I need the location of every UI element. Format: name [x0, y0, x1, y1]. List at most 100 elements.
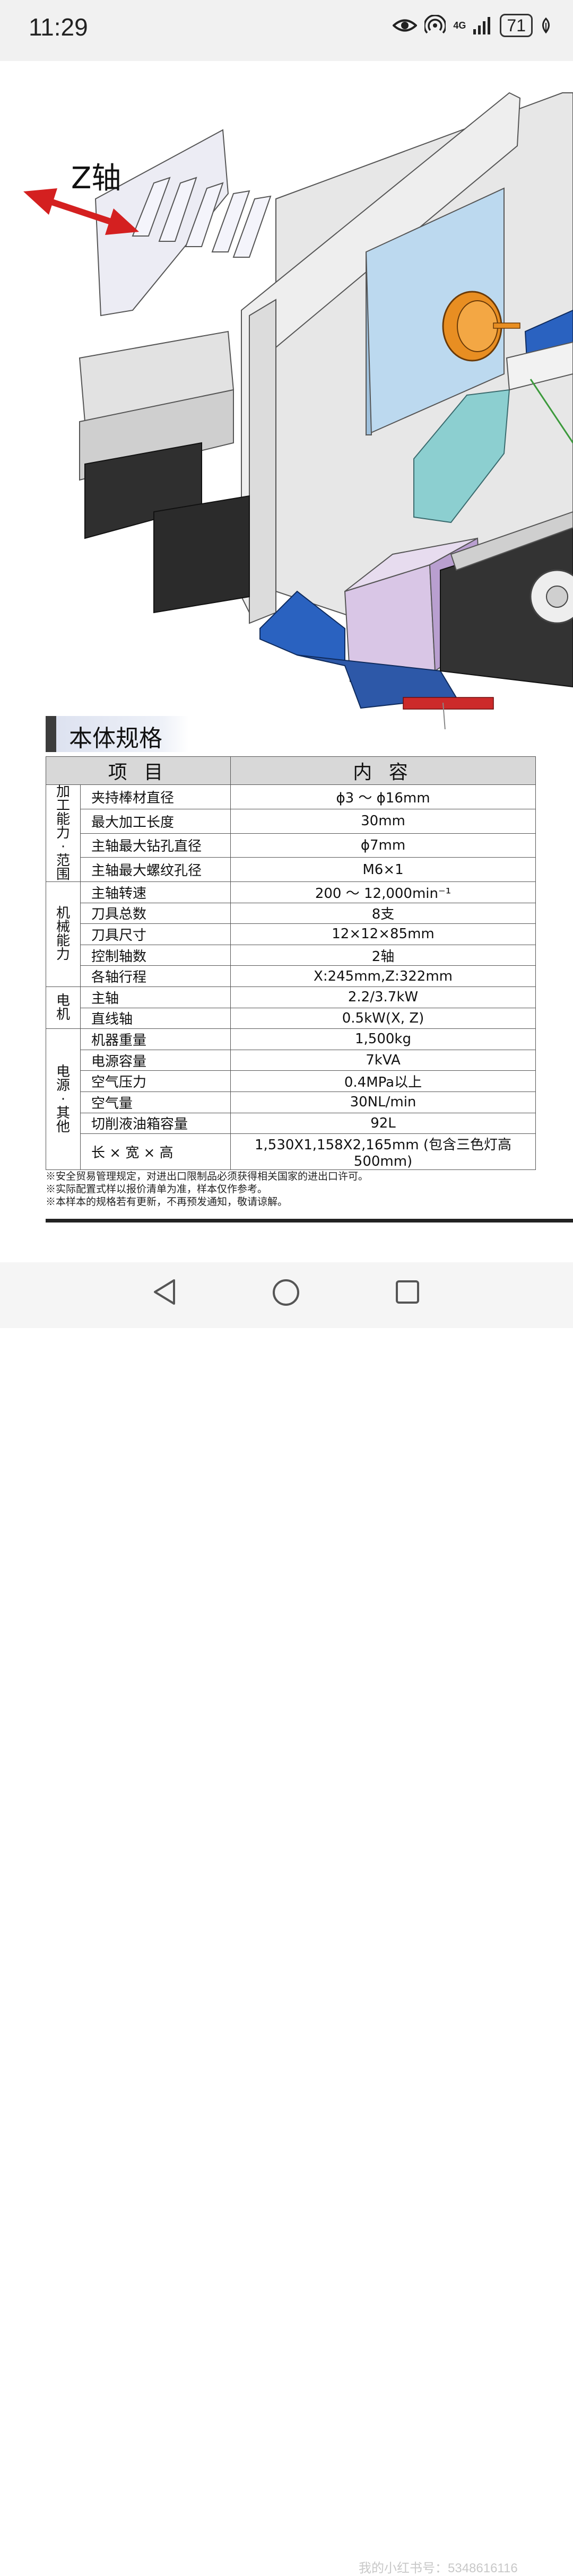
spec-value: 1,530X1,158X2,165mm (包含三色灯高500mm)	[230, 1133, 536, 1171]
spec-item: 各轴行程	[80, 965, 231, 987]
linear-rail	[450, 511, 573, 571]
group-label-char: 其	[56, 1105, 70, 1121]
watermark: 我的小红书号：5348616116	[359, 2561, 518, 2575]
group-label-char: 范	[56, 853, 70, 869]
spec-item: 切削液油箱容量	[80, 1112, 231, 1134]
group-label: 机械能力	[46, 881, 81, 987]
group-label-char: 能	[56, 933, 70, 949]
spec-value: ϕ3 ～ ϕ16mm	[230, 784, 536, 809]
spec-value: 0.5kW(X, Z)	[230, 1007, 536, 1029]
spec-item: 长 × 宽 × 高	[80, 1133, 231, 1171]
group-label-char: 力	[56, 947, 70, 963]
divider	[46, 1219, 573, 1222]
back-icon[interactable]	[152, 1278, 177, 1306]
spec-item: 主轴最大螺纹孔径	[80, 857, 231, 882]
spec-value: ϕ7mm	[230, 833, 536, 858]
section-title: 本体规格	[69, 725, 162, 752]
leaf-icon	[542, 18, 550, 33]
spec-value: 12×12×85mm	[230, 923, 536, 945]
chip-chute	[413, 389, 510, 523]
group-label: 电源·其他	[46, 1028, 81, 1171]
spec-value: 92L	[230, 1112, 536, 1134]
navigation-bar: 我的小红书号：5348616116	[0, 1262, 573, 2575]
group-label-char: 他	[56, 1119, 70, 1135]
spec-item: 直线轴	[80, 1007, 231, 1029]
group-label-char: 源	[56, 1077, 70, 1094]
status-icons: 4G 71	[393, 14, 552, 37]
group-label: 电机	[46, 986, 81, 1029]
group-label-char: 机	[56, 1007, 70, 1023]
spec-item: 机器重量	[80, 1028, 231, 1050]
control-box-side	[366, 251, 372, 435]
footnote: ※实际配置式样以报价清单为准，样本仅作参考。	[46, 1183, 268, 1195]
header-content: 内 容	[230, 756, 536, 785]
spec-item: 空气压力	[80, 1070, 231, 1092]
battery-level: 71	[500, 14, 533, 37]
spec-item: 主轴转速	[80, 881, 231, 903]
recents-icon[interactable]	[395, 1279, 420, 1305]
group-label: 加工能力·范围	[46, 784, 81, 883]
headstock-body	[94, 129, 229, 317]
footnote: ※本样本的规格若有更新，不再预发通知，敬请谅解。	[46, 1196, 288, 1208]
headstock-fins	[132, 177, 272, 258]
spec-item: 最大加工长度	[80, 808, 231, 834]
status-time: 11:29	[29, 13, 88, 41]
spec-value: X:245mm,Z:322mm	[230, 965, 536, 987]
spec-item: 主轴	[80, 986, 231, 1008]
callout-label: 工	[555, 726, 573, 729]
group-label-char: 能	[56, 811, 70, 827]
spec-value: 2轴	[230, 944, 536, 966]
group-label-char: 电	[56, 993, 70, 1009]
machine-illustration: Z轴 工	[0, 61, 573, 729]
spec-item: 电源容量	[80, 1049, 231, 1071]
side-rail	[249, 299, 276, 624]
spec-value: 7kVA	[230, 1049, 536, 1071]
spec-value: M6×1	[230, 857, 536, 882]
spec-value: 30mm	[230, 808, 536, 834]
carriage-plate	[79, 389, 234, 481]
spec-item: 夹持棒材直径	[80, 784, 231, 809]
spec-item: 刀具尺寸	[80, 923, 231, 945]
spec-value: 2.2/3.7kW	[230, 986, 536, 1008]
group-label-char: 机	[56, 905, 70, 922]
section-heading-bar	[46, 716, 56, 752]
group-label-char: 围	[56, 867, 70, 883]
home-icon[interactable]	[272, 1278, 300, 1307]
group-label-char: 工	[56, 798, 70, 814]
group-label-char: 电	[56, 1063, 70, 1080]
footnotes: ※安全贸易管理规定，对进出口限制品必须获得相关国家的进出口许可。 ※实际配置式样…	[46, 1170, 368, 1208]
spec-item: 空气量	[80, 1091, 231, 1113]
spec-value: 200 ～ 12,000min⁻¹	[230, 881, 536, 903]
z-axis-label: Z轴	[71, 161, 121, 196]
eye-icon	[393, 19, 418, 32]
header-item: 项 目	[46, 756, 231, 785]
group-label-char: ·	[60, 1091, 66, 1107]
group-label-char: 加	[56, 784, 70, 800]
network-type: 4G	[453, 20, 466, 31]
group-label-char: ·	[60, 839, 66, 855]
spec-item: 刀具总数	[80, 902, 231, 924]
machine-base-lower	[153, 495, 250, 614]
group-label-char: 力	[56, 825, 70, 841]
signal-icon	[473, 17, 491, 34]
section-heading: 本体规格	[46, 716, 189, 752]
group-label-char: 械	[56, 919, 70, 936]
z-axis-arrow	[23, 188, 139, 235]
spec-value: 8支	[230, 902, 536, 924]
